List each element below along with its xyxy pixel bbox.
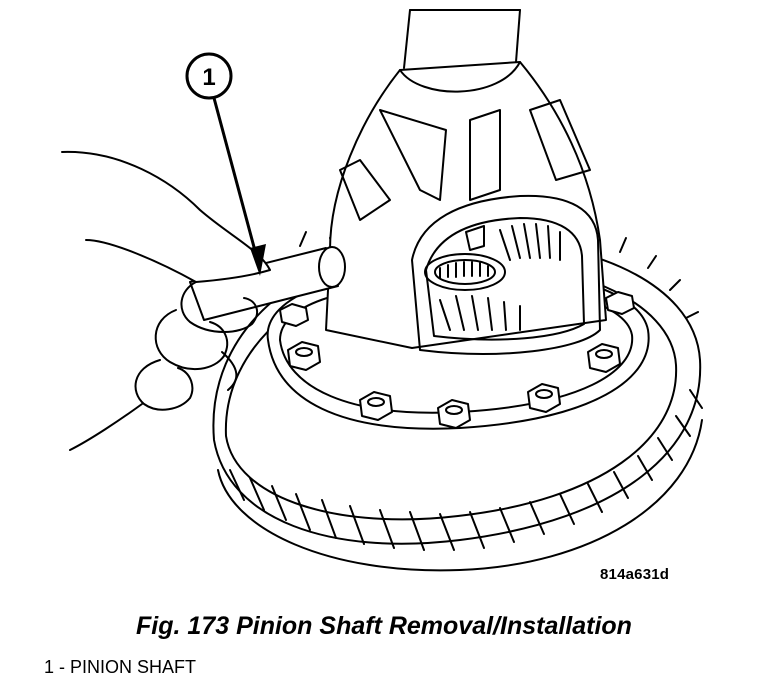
bolt-1 bbox=[287, 341, 321, 371]
flange-bolts bbox=[279, 291, 635, 429]
callout-arrowhead bbox=[250, 244, 266, 276]
callout-1: 1 bbox=[185, 52, 233, 100]
figure-code: 814a631d bbox=[600, 566, 670, 583]
bolt-2 bbox=[359, 391, 393, 421]
pinion-shaft bbox=[189, 246, 346, 321]
side-gears bbox=[424, 223, 561, 331]
differential-case bbox=[325, 9, 607, 355]
bolt-4 bbox=[527, 383, 561, 413]
bolt-3 bbox=[437, 399, 471, 429]
pinion-shaft-illustration: 1 bbox=[61, 9, 703, 572]
callout-leader bbox=[212, 96, 260, 264]
callout-number: 1 bbox=[202, 64, 215, 91]
bolt-5 bbox=[587, 343, 621, 373]
bolt-7 bbox=[279, 303, 309, 327]
bolt-6 bbox=[605, 291, 635, 315]
legend-text: PINION SHAFT bbox=[70, 657, 197, 677]
legend-item: 1 - PINION SHAFT bbox=[44, 657, 196, 678]
hand bbox=[61, 150, 271, 451]
figure-caption: Fig. 173 Pinion Shaft Removal/Installati… bbox=[136, 612, 632, 640]
legend-separator: - bbox=[54, 657, 71, 677]
legend-number: 1 bbox=[44, 657, 55, 677]
